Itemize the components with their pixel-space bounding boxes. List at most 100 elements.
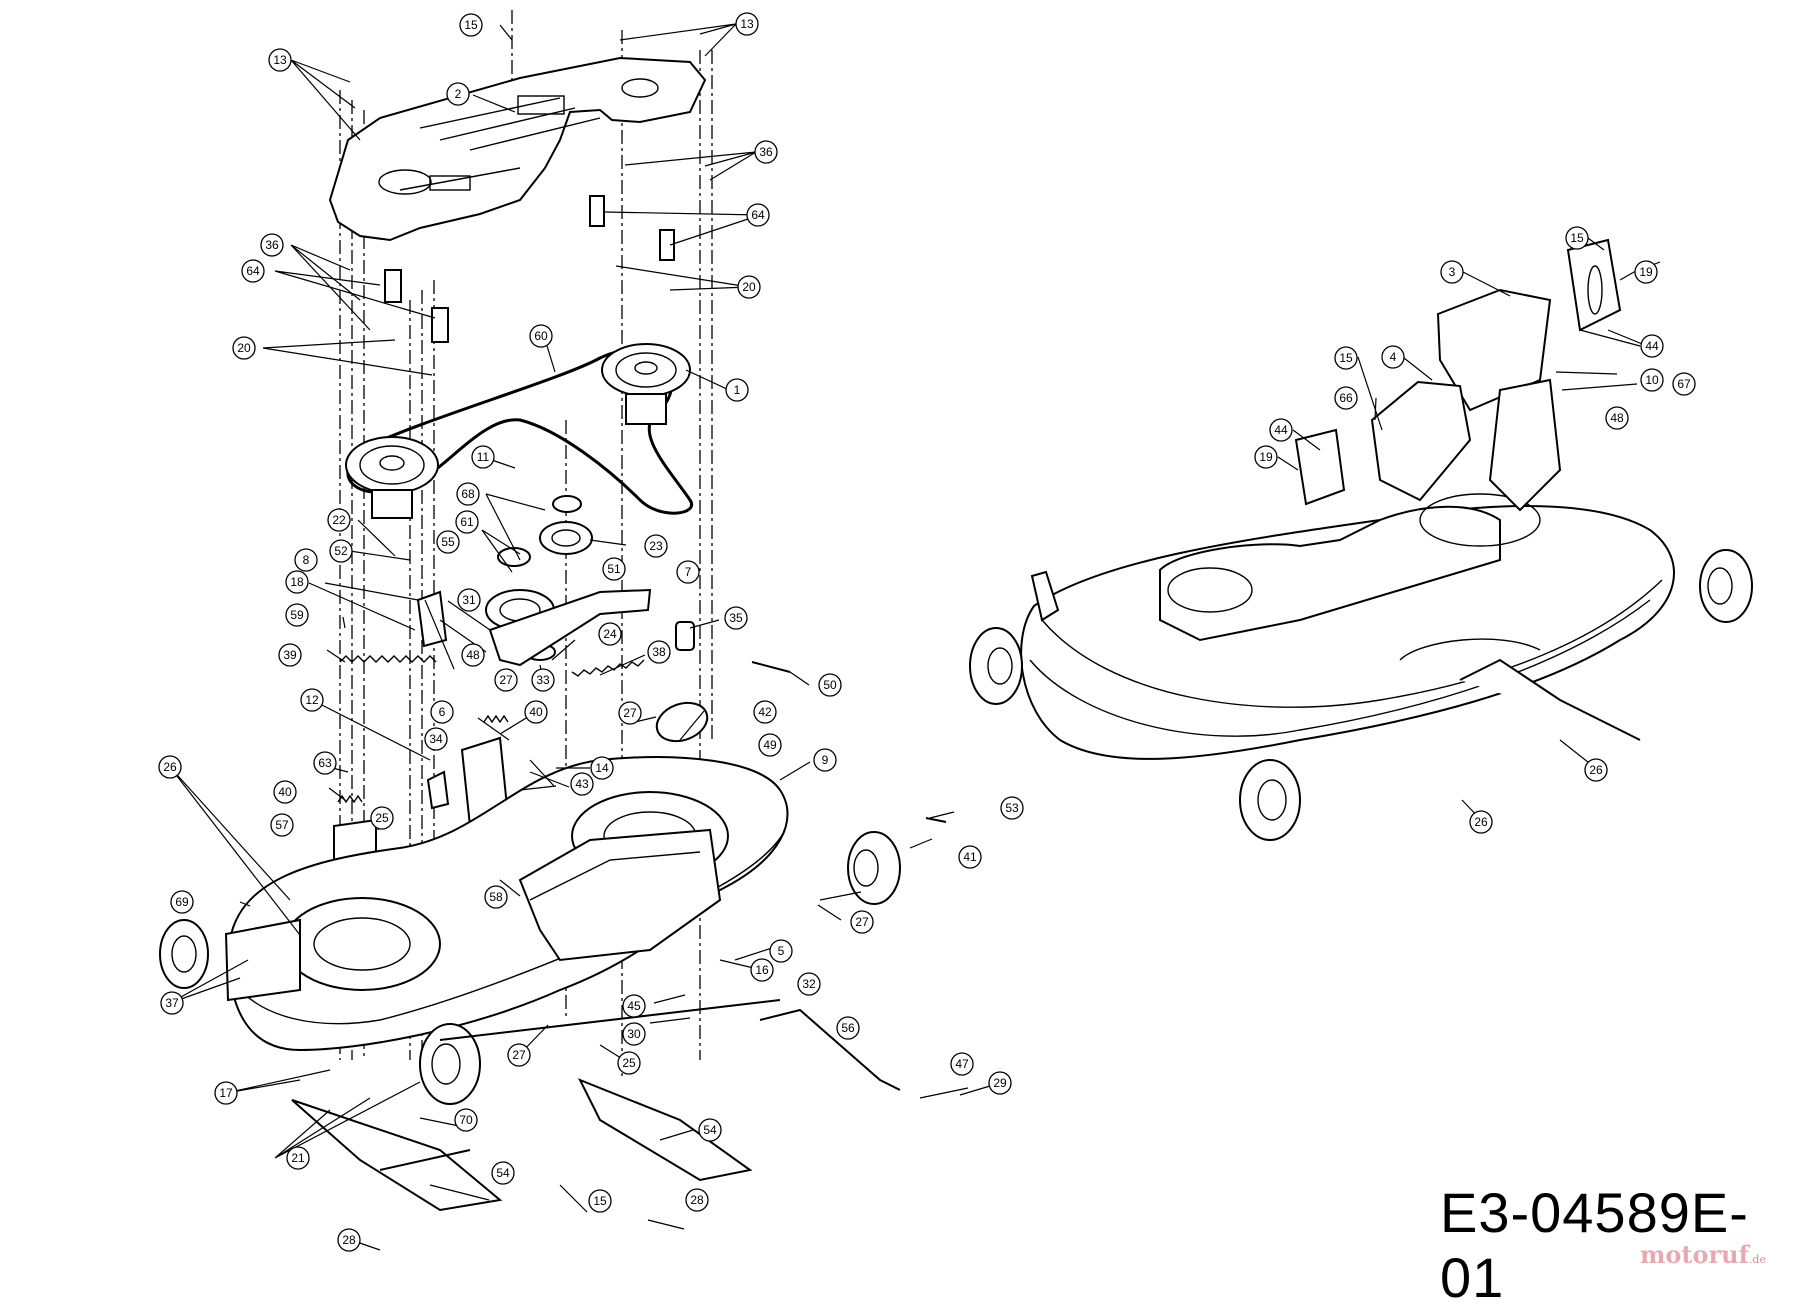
callout-text: 50 — [823, 678, 837, 692]
callout-text: 8 — [303, 553, 310, 567]
callout-text: 13 — [740, 17, 754, 31]
callout-16: 16 — [750, 958, 774, 982]
callout-28: 28 — [337, 1228, 361, 1252]
callout-text: 9 — [822, 753, 829, 767]
callout-63: 63 — [313, 751, 337, 775]
callout-text: 58 — [489, 890, 503, 904]
callout-text: 36 — [759, 145, 773, 159]
callout-text: 19 — [1259, 450, 1273, 464]
callout-text: 29 — [993, 1076, 1007, 1090]
callout-31: 31 — [457, 588, 481, 612]
callout-text: 40 — [278, 785, 292, 799]
callout-text: 59 — [290, 608, 304, 622]
callout-41: 41 — [958, 845, 982, 869]
callout-text: 7 — [685, 565, 692, 579]
callout-text: 41 — [963, 850, 977, 864]
callout-text: 1 — [734, 383, 741, 397]
callout-56: 56 — [836, 1016, 860, 1040]
callout-text: 15 — [1570, 231, 1584, 245]
callout-text: 5 — [778, 944, 785, 958]
callout-10: 10 — [1640, 368, 1664, 392]
callout-text: 27 — [512, 1048, 526, 1062]
callout-12: 12 — [300, 688, 324, 712]
callout-text: 33 — [536, 673, 550, 687]
callout-text: 48 — [1610, 411, 1624, 425]
callout-text: 27 — [499, 673, 513, 687]
callout-text: 68 — [461, 487, 475, 501]
callout-15: 15 — [588, 1189, 612, 1213]
callout-55: 55 — [436, 530, 460, 554]
idler-arm — [488, 588, 652, 667]
callout-text: 26 — [1589, 763, 1603, 777]
callout-text: 44 — [1645, 339, 1659, 353]
callout-49: 49 — [758, 733, 782, 757]
callout-4: 4 — [1381, 345, 1405, 369]
callout-44: 44 — [1269, 418, 1293, 442]
callout-text: 15 — [593, 1194, 607, 1208]
callout-6: 6 — [430, 700, 454, 724]
callout-text: 30 — [627, 1027, 641, 1041]
callout-15: 15 — [459, 13, 483, 37]
callout-18: 18 — [285, 570, 309, 594]
callout-32: 32 — [797, 972, 821, 996]
callout-43: 43 — [570, 772, 594, 796]
callout-14: 14 — [590, 756, 614, 780]
callout-text: 40 — [529, 705, 543, 719]
callout-23: 23 — [644, 534, 668, 558]
callout-39: 39 — [278, 643, 302, 667]
callout-text: 64 — [751, 208, 765, 222]
callout-3: 3 — [1440, 260, 1464, 284]
callout-text: 15 — [1339, 351, 1353, 365]
callout-text: 70 — [459, 1113, 473, 1127]
callout-text: 26 — [163, 760, 177, 774]
callout-17: 17 — [214, 1081, 238, 1105]
callout-text: 23 — [649, 539, 663, 553]
callout-11: 11 — [471, 445, 495, 469]
blades — [291, 1078, 753, 1212]
callout-text: 6 — [439, 705, 446, 719]
callout-text: 63 — [318, 756, 332, 770]
springs — [337, 621, 695, 804]
callout-text: 56 — [841, 1021, 855, 1035]
callout-53: 53 — [1000, 796, 1024, 820]
callout-57: 57 — [270, 813, 294, 837]
callout-7: 7 — [676, 560, 700, 584]
callout-text: 67 — [1677, 377, 1691, 391]
callout-9: 9 — [813, 748, 837, 772]
callout-text: 12 — [305, 693, 319, 707]
watermark-text: motoruf — [1640, 1240, 1749, 1269]
callout-text: 47 — [955, 1057, 969, 1071]
callout-1: 1 — [725, 378, 749, 402]
callout-text: 19 — [1639, 265, 1653, 279]
callout-59: 59 — [285, 603, 309, 627]
parts-diagram: 1 2 5 6 7 8 9 11 12 13 13 14 15 15 16 17… — [158, 10, 1753, 1252]
callout-text: 27 — [623, 706, 637, 720]
deck-cover — [328, 56, 707, 242]
callout-48: 48 — [1605, 406, 1629, 430]
callouts-right: 3 4 10 15 15 19 19 26 26 44 44 48 66 67 — [1254, 226, 1696, 834]
leader-lines-left — [169, 23, 1001, 1251]
callout-48: 48 — [461, 643, 485, 667]
callout-60: 60 — [529, 324, 553, 348]
callout-20: 20 — [737, 275, 761, 299]
callout-44: 44 — [1640, 334, 1664, 358]
callout-text: 69 — [175, 895, 189, 909]
callout-text: 51 — [607, 562, 621, 576]
callout-22: 22 — [327, 508, 351, 532]
callout-text: 13 — [273, 53, 287, 67]
callout-text: 27 — [855, 915, 869, 929]
callout-text: 24 — [603, 627, 617, 641]
callout-40: 40 — [524, 700, 548, 724]
callout-42: 42 — [753, 700, 777, 724]
callout-text: 3 — [1449, 265, 1456, 279]
callout-8: 8 — [294, 548, 318, 572]
callout-2: 2 — [446, 82, 470, 106]
callout-38: 38 — [647, 640, 671, 664]
callout-24: 24 — [598, 622, 622, 646]
callout-text: 53 — [1005, 801, 1019, 815]
callout-19: 19 — [1254, 445, 1278, 469]
callout-68: 68 — [456, 482, 480, 506]
callout-text: 36 — [265, 238, 279, 252]
callout-text: 52 — [334, 544, 348, 558]
callout-52: 52 — [329, 539, 353, 563]
